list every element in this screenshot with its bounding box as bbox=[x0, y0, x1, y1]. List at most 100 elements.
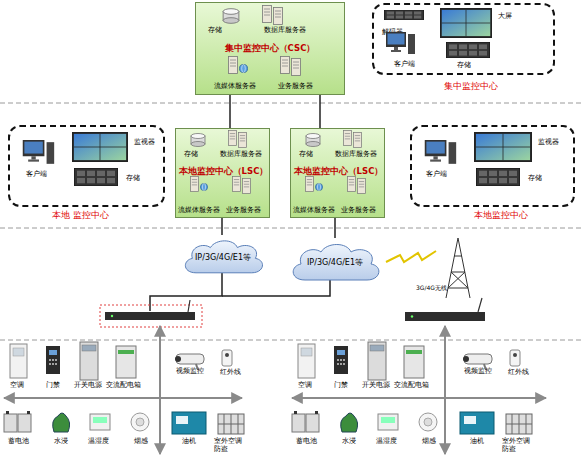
radio-tower bbox=[446, 238, 470, 298]
csc-servers bbox=[274, 8, 283, 25]
field-devices bbox=[82, 345, 96, 351]
field-devices bbox=[52, 363, 54, 365]
node-text: 流媒体服务器 bbox=[293, 207, 335, 215]
node-text: 数据库服务器 bbox=[335, 151, 377, 159]
field-devices bbox=[46, 346, 60, 374]
device-label: 温湿度 bbox=[88, 438, 109, 446]
field-devices bbox=[175, 356, 181, 362]
field-devices bbox=[18, 414, 31, 432]
radio-tower bbox=[451, 272, 468, 288]
field-devices bbox=[55, 363, 57, 365]
field-devices bbox=[222, 350, 232, 366]
device-label: 油机 bbox=[470, 438, 484, 446]
client-equipment bbox=[474, 132, 532, 162]
device-label: 红外线 bbox=[508, 369, 529, 377]
field-devices bbox=[4, 414, 17, 432]
field-devices bbox=[292, 342, 532, 434]
field-devices bbox=[136, 418, 144, 426]
radio-tower bbox=[458, 238, 470, 298]
field-devices bbox=[55, 359, 57, 361]
node-text: 大屏 bbox=[498, 13, 512, 21]
device-label: 视频监控 bbox=[176, 368, 204, 376]
fsu-device bbox=[478, 298, 482, 312]
device-label: 蓄电池 bbox=[296, 438, 317, 446]
device-label: 油机 bbox=[182, 438, 196, 446]
wireless-bolt bbox=[386, 251, 436, 262]
device-label: 空调 bbox=[298, 382, 312, 390]
wireless-label: 3G/4G无线 bbox=[416, 284, 447, 291]
separator-lines bbox=[0, 103, 584, 340]
device-bus bbox=[292, 397, 546, 399]
node-text: 本地 监控中心 bbox=[52, 211, 109, 221]
device-label: 空调 bbox=[10, 382, 24, 390]
field-devices bbox=[13, 348, 24, 356]
node-text: 流媒体服务器 bbox=[214, 83, 256, 91]
node-text: IP/3G/4G/E1等 bbox=[178, 254, 268, 263]
radio-tower bbox=[454, 256, 462, 257]
node-text: 存储 bbox=[126, 175, 140, 183]
device-label: 交流配电箱 bbox=[394, 382, 429, 390]
device-label: 开关电源 bbox=[362, 382, 390, 390]
device-label: 开关电源 bbox=[74, 382, 102, 390]
client-equipment bbox=[476, 168, 520, 186]
device-bus bbox=[444, 326, 446, 454]
csc-servers bbox=[223, 6, 300, 76]
fsu-device bbox=[405, 298, 485, 321]
node-text: IP/3G/4G/E1等 bbox=[285, 259, 385, 268]
csc-servers bbox=[281, 57, 290, 74]
client-group: 大屏解码器客户端存储集中监控中心 bbox=[372, 3, 555, 75]
node-text: 本地监控中心（LSC） bbox=[291, 167, 386, 176]
device-label: 蓄电池 bbox=[8, 438, 29, 446]
lsc-servers bbox=[358, 178, 366, 193]
fsu-device bbox=[100, 300, 202, 327]
field-devices bbox=[116, 346, 136, 378]
node-text: 存储 bbox=[299, 151, 313, 159]
center-box: 存储数据库服务器本地监控中心（LSC）流媒体服务器业务服务器 bbox=[175, 128, 270, 218]
node-text: 集中监控中心 bbox=[444, 82, 498, 92]
lsc-servers bbox=[306, 176, 314, 191]
lsc-servers bbox=[200, 183, 207, 190]
field-devices bbox=[90, 414, 110, 430]
field-devices bbox=[218, 424, 244, 425]
field-devices bbox=[225, 353, 229, 357]
fsu-device bbox=[105, 312, 195, 320]
client-equipment bbox=[74, 168, 118, 186]
radio-tower bbox=[448, 272, 465, 288]
node-text: 业务服务器 bbox=[278, 83, 313, 91]
lsc-servers bbox=[306, 134, 320, 147]
device-label: 视频监控 bbox=[464, 368, 492, 376]
field-devices bbox=[49, 363, 51, 365]
fsu-device bbox=[111, 315, 113, 317]
center-box: 存储数据库服务器本地监控中心（LSC）流媒体服务器业务服务器 bbox=[290, 128, 385, 218]
radio-tower bbox=[446, 238, 458, 298]
network-link bbox=[319, 95, 321, 128]
node-text: 本地监控中心（LSC） bbox=[176, 167, 271, 176]
field-devices bbox=[4, 342, 244, 434]
field-devices bbox=[49, 359, 51, 361]
device-bus bbox=[159, 326, 161, 454]
field-devices bbox=[27, 411, 30, 414]
separator-lines bbox=[0, 228, 584, 229]
device-label: 水浸 bbox=[54, 438, 68, 446]
node-text: 监视器 bbox=[538, 139, 559, 147]
device-label: 交流配电箱 bbox=[106, 382, 141, 390]
client-equipment bbox=[23, 8, 532, 186]
field-devices bbox=[80, 342, 98, 380]
field-devices bbox=[176, 416, 188, 424]
field-devices bbox=[52, 359, 54, 361]
device-label: 室外空调防盗 bbox=[502, 438, 532, 454]
lsc-servers bbox=[306, 130, 366, 193]
network-cloud: IP/3G/4G/E1等 bbox=[285, 238, 385, 288]
lsc-servers bbox=[243, 178, 251, 193]
node-text: 存储 bbox=[208, 27, 222, 35]
csc-servers bbox=[239, 64, 247, 72]
csc-servers bbox=[223, 9, 239, 24]
node-text: 集中监控中心（CSC） bbox=[196, 44, 344, 53]
network-wires bbox=[222, 280, 330, 296]
center-box: 存储数据库服务器集中监控中心（CSC）流媒体服务器业务服务器 bbox=[195, 2, 345, 95]
field-devices bbox=[10, 344, 27, 378]
network-link bbox=[221, 218, 223, 235]
